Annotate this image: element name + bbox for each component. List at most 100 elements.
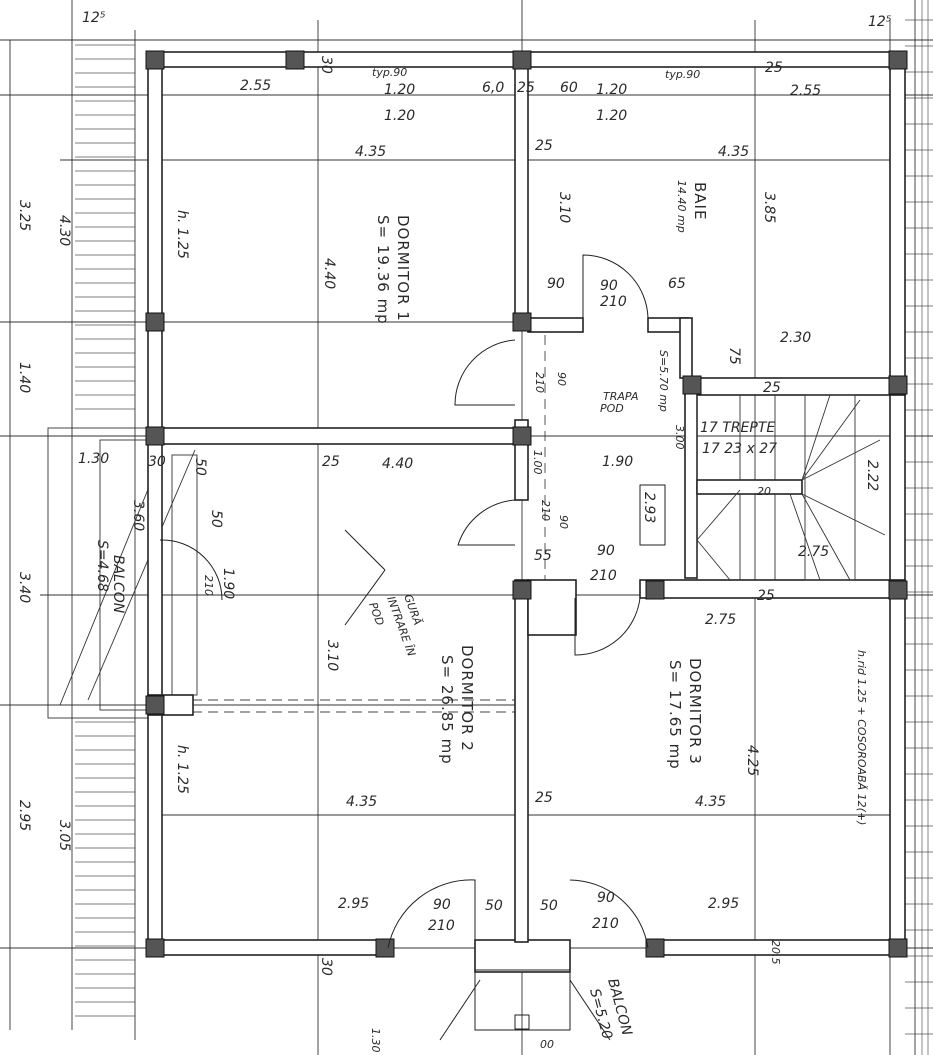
room-dormitor-2: DORMITOR 2	[458, 645, 476, 752]
dim: typ.90	[372, 66, 407, 79]
dim: 2.93	[641, 492, 657, 523]
room-dormitor-3-area: S= 17.65 mp	[666, 660, 684, 770]
column	[512, 50, 532, 70]
dim: 1.90	[220, 568, 236, 599]
dim: 90	[547, 276, 565, 292]
hall-area: S=5.70 mp	[657, 350, 670, 412]
dim: 2.95	[338, 896, 369, 912]
dim: 25	[535, 790, 553, 806]
dashed-lines	[160, 335, 546, 713]
room-dormitor-3: DORMITOR 3	[686, 658, 704, 765]
dim: 3.00	[673, 425, 686, 450]
column	[888, 938, 908, 958]
dim: 1.30	[369, 1028, 382, 1053]
dim: h. 1.25	[174, 745, 190, 794]
dim: 25	[765, 60, 783, 76]
dim: 50	[208, 510, 224, 528]
column	[682, 375, 702, 395]
balcony-left-area: S=4.68	[94, 540, 110, 592]
dim: 20	[757, 485, 771, 498]
column	[645, 580, 665, 600]
dim: 210	[533, 372, 546, 393]
column	[512, 426, 532, 446]
dim: 2.55	[790, 83, 821, 99]
balcony-left	[47, 427, 198, 719]
dim: 1.90	[602, 454, 633, 470]
roof-hatching-left-bottom	[75, 721, 135, 1017]
room-baie-area: 14.40 mp	[675, 180, 688, 233]
dim: 1.20	[384, 82, 415, 98]
dim: 4.35	[346, 794, 377, 810]
dim: 210	[539, 500, 552, 521]
dim: typ.90	[665, 68, 700, 81]
room-labels: DORMITOR 1 S= 19.36 mp DORMITOR 2 S= 26.…	[94, 180, 868, 1041]
dim: 20.5	[769, 940, 782, 965]
column	[512, 312, 532, 332]
dim: 60	[560, 80, 578, 96]
dim: 4.35	[695, 794, 726, 810]
dim: 4.40	[382, 456, 413, 472]
dim: h. 1.25	[174, 210, 190, 259]
dim: 30	[318, 958, 334, 976]
dim: 50	[540, 898, 558, 914]
dim: 25	[763, 380, 781, 396]
dim: 50	[192, 458, 208, 476]
dimension-labels: 12⁵ 12⁵ 2.55 1.20 1.20 6,0 25 60 1.20 1.…	[16, 10, 892, 1053]
column	[375, 938, 395, 958]
dim: 2.95	[708, 896, 739, 912]
room-baie: BAIE	[691, 182, 709, 220]
column	[145, 426, 165, 446]
dim: 90	[433, 897, 451, 913]
dim: 2.22	[864, 460, 880, 491]
dim: 90	[557, 515, 570, 529]
column	[888, 580, 908, 600]
column	[645, 938, 665, 958]
dim: 2.30	[780, 330, 811, 346]
room-dormitor-1: DORMITOR 1	[394, 215, 412, 322]
dim: 210	[592, 916, 619, 932]
dim: 3.10	[324, 640, 340, 671]
dim: 4.25	[744, 745, 760, 776]
column	[888, 50, 908, 70]
column	[145, 695, 165, 715]
dim: 210	[590, 568, 617, 584]
walls	[147, 51, 906, 973]
dim: 3.60	[130, 500, 146, 531]
dim: 25	[535, 138, 553, 154]
dim: 25	[757, 588, 775, 604]
dim: 1.40	[16, 362, 32, 393]
attic-hatch-label-2: POD	[600, 402, 624, 415]
dim: 90	[597, 890, 615, 906]
stairs-dimension: 17 23 x 27	[702, 441, 777, 457]
attic-hatch-label: TRAPA	[603, 390, 639, 403]
column	[145, 938, 165, 958]
dim: 2.75	[705, 612, 736, 628]
dim: 50	[485, 898, 503, 914]
column	[145, 50, 165, 70]
dim: 30	[148, 454, 166, 470]
dim: 210	[428, 918, 455, 934]
dim: 90	[600, 278, 618, 294]
dim: 3.40	[16, 572, 32, 603]
column	[888, 375, 908, 395]
dim: 90	[597, 543, 615, 559]
columns	[145, 50, 908, 958]
roof-hatching-right	[905, 0, 933, 1055]
dim: 75	[726, 347, 742, 365]
dim: 65	[668, 276, 686, 292]
dim: 3.10	[556, 192, 572, 223]
dim: 6,0	[482, 80, 504, 96]
ridge-note: h.rid 1.25 + COSOROABĂ 12(+)	[855, 650, 868, 825]
dim: 2.75	[798, 544, 829, 560]
dim: 4.35	[718, 144, 749, 160]
dim: 2.55	[240, 78, 271, 94]
dim: 90	[555, 372, 568, 386]
dim: 3.85	[761, 192, 777, 223]
dim: 4.40	[321, 258, 337, 289]
dim: 30	[318, 56, 334, 74]
balcony-left-label: BALCON	[110, 555, 126, 614]
dim: 1.00	[531, 450, 544, 475]
dim: 210	[600, 294, 627, 310]
dim: 1.20	[384, 108, 415, 124]
